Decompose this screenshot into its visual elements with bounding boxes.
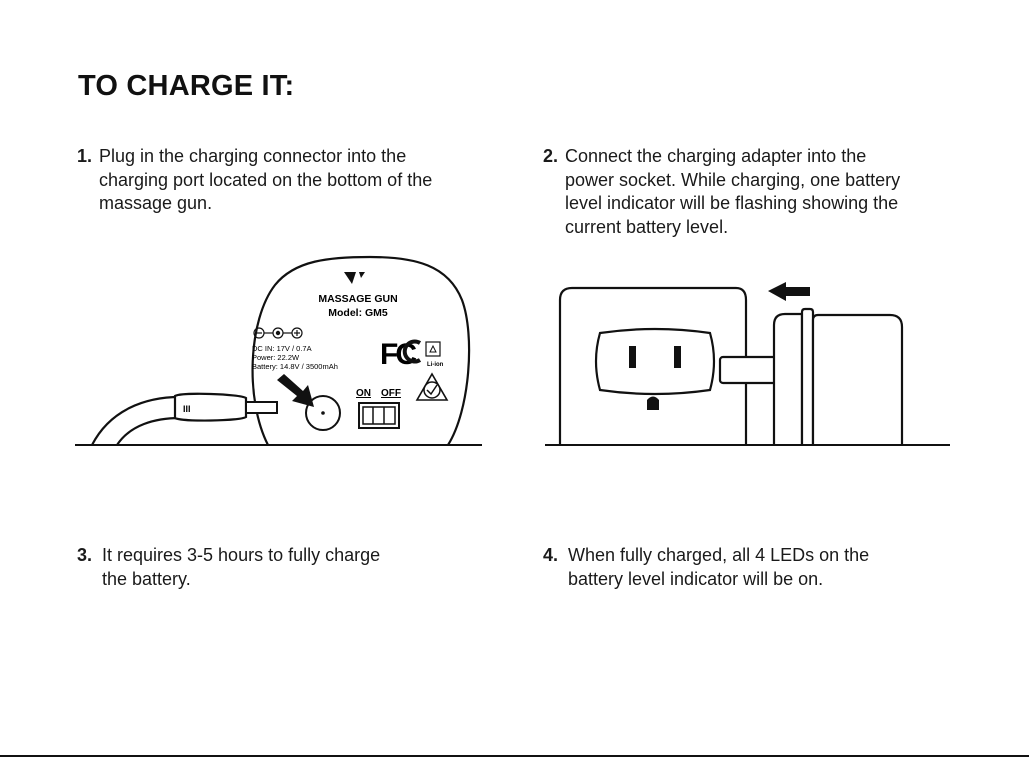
step-text: Connect the charging adapter into the po… bbox=[565, 145, 900, 239]
arrow-icon bbox=[277, 374, 314, 407]
charging-connector: III bbox=[91, 392, 278, 446]
polarity-icon bbox=[253, 327, 303, 339]
switch-on-label: ON bbox=[356, 388, 371, 399]
product-name: MASSAGE GUN bbox=[318, 293, 397, 305]
step-number: 4. bbox=[543, 545, 559, 565]
step-line: level indicator will be flashing showing… bbox=[565, 193, 899, 213]
li-ion-mark: Li-ion bbox=[427, 362, 444, 368]
switch-off-label: OFF bbox=[381, 388, 401, 399]
step-line: current battery level. bbox=[565, 216, 729, 237]
step-text: When fully charged, all 4 LEDs on the ba… bbox=[568, 544, 869, 591]
step-line: It requires 3-5 hours to fully charge bbox=[102, 545, 381, 565]
fcc-logo-icon: FC bbox=[380, 338, 422, 371]
charging-port-illustration: MASSAGE GUN Model: GM5 DC IN: 17V / 0.7A… bbox=[75, 255, 482, 446]
brand-logo-icon bbox=[344, 272, 365, 284]
arrow-icon bbox=[768, 282, 810, 301]
step-number: 3. bbox=[77, 545, 93, 565]
step-line: When fully charged, all 4 LEDs on the bbox=[568, 545, 870, 565]
step-number: 1. bbox=[77, 146, 93, 166]
power-switch bbox=[358, 402, 400, 429]
step-line: massage gun. bbox=[99, 193, 213, 213]
step-line: battery level indicator will be on. bbox=[568, 568, 824, 589]
step-line: power socket. While charging, one batter… bbox=[565, 169, 901, 190]
charging-adapter-icon bbox=[718, 307, 904, 445]
step-line: the battery. bbox=[102, 568, 191, 589]
dc-in-spec: DC IN: 17V / 0.7A bbox=[252, 344, 312, 353]
connector-grip-marks: III bbox=[183, 404, 191, 414]
rcm-check-icon bbox=[415, 372, 449, 401]
step-line: charging port located on the bottom of t… bbox=[99, 169, 433, 190]
power-outlet-icon bbox=[558, 286, 748, 445]
step-text: It requires 3-5 hours to fully charge th… bbox=[102, 544, 380, 591]
step-line: Plug in the charging connector into the bbox=[99, 146, 407, 166]
step-line: Connect the charging adapter into the bbox=[565, 146, 867, 166]
step-text: Plug in the charging connector into the … bbox=[99, 145, 432, 216]
recycle-icon bbox=[425, 341, 441, 357]
battery-spec: Battery: 14.8V / 3500mAh bbox=[252, 362, 338, 371]
power-spec: Power: 22.2W bbox=[252, 353, 300, 362]
step-number: 2. bbox=[543, 146, 559, 166]
page-title: TO CHARGE IT: bbox=[78, 70, 295, 102]
page-bottom-rule bbox=[0, 755, 1029, 757]
power-outlet-illustration bbox=[545, 282, 950, 446]
model-number: Model: GM5 bbox=[328, 307, 388, 319]
charging-port bbox=[305, 395, 341, 431]
